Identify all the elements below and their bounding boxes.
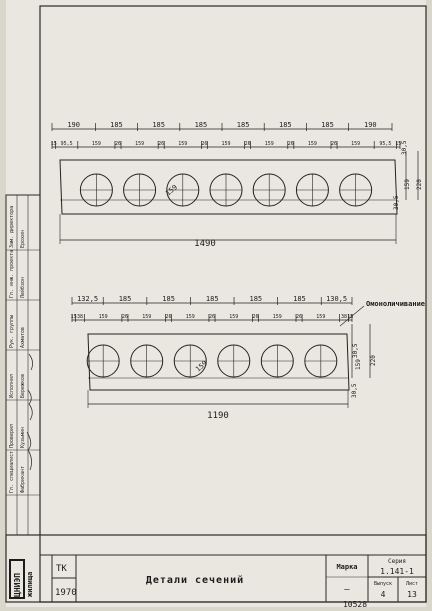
slab-1190-bottom-dim-label-7: 159 <box>186 314 195 320</box>
slab-1490-bottom-dim-label-6: 26 <box>158 141 164 147</box>
slab-1190-bottom-dim-label-14: 38 <box>341 314 347 320</box>
slab-1490-top-dims: 190 185 185 185 185 185 185 190 <box>51 121 393 131</box>
slab-1490-bottom-dim-label-13: 159 <box>308 141 317 147</box>
slab-1190-right-dim-4: 220 <box>370 355 377 366</box>
sidebar-row-6-name: Фабрикант <box>19 466 26 493</box>
sidebar-row-5-name: Кузьмин <box>20 427 26 448</box>
sidebar-row-3-role: Рук. группы <box>9 315 15 348</box>
slab-1190-bottom-dim-label-15: 15 <box>347 314 353 320</box>
slab-1190 <box>72 302 371 408</box>
slab-1490-bottom-dim-label-8: 26 <box>201 141 207 147</box>
slab-1490-bottom-dim-label-16: 95,5 <box>379 141 391 147</box>
slab-1490-bottom-dim-label-5: 159 <box>135 141 144 147</box>
sidebar-row-6-role: Гл. специалист <box>9 451 15 493</box>
slab-1190-right-dim-3: 30,5 <box>351 383 358 398</box>
slab-1190-bottom-dim-label-5: 159 <box>142 314 151 320</box>
slab-1490-bottom-dim-label-2: 95,5 <box>61 141 73 147</box>
issue-label: Выпуск <box>374 581 392 587</box>
slab-1190-bottom-dim-label-10: 26 <box>253 314 259 320</box>
slab-1190-top-dims: 132,5 185 185 185 185 185 130,5 <box>71 295 353 305</box>
slab-1490-right-dim-1: 30,5 <box>401 140 408 155</box>
slab-1190-bottom-dim-label-8: 26 <box>209 314 215 320</box>
series-label: Серия <box>388 558 406 565</box>
slab-1190-top-dim-label-7: 130,5 <box>326 295 347 303</box>
slab-1190-bottom-dim-label-11: 159 <box>273 314 282 320</box>
slab-1490-bottom-dim-label-9: 159 <box>221 141 230 147</box>
slab-1490-bottom-dim-label-17: 15 <box>395 141 401 147</box>
sidebar-row-2-name: Лейбзон <box>19 277 26 298</box>
slab-1490-right-dim-2: 159 <box>404 179 411 190</box>
slab-1490-bottom-dim-label-3: 159 <box>92 141 101 147</box>
sidebar-row-3-name: Ахматов <box>20 327 26 348</box>
title-block <box>5 534 427 603</box>
slab-1190-overall-width: 1190 <box>207 411 229 421</box>
slab-1190-right-dim-1: 30,5 <box>352 343 359 358</box>
slab-1190-bottom-dim-label-13: 159 <box>316 314 325 320</box>
slab-1490-top-dim-label-3: 185 <box>152 121 165 129</box>
slab-1490-top-dim-label-5: 185 <box>237 121 250 129</box>
sidebar-row-1-name: Ерохин <box>20 230 26 248</box>
slab-1190-bottom-dim-label-2: 38 <box>77 314 83 320</box>
slab-1490-voids <box>79 173 373 207</box>
slab-1490-overall-width: 1490 <box>194 239 216 249</box>
slab-1190-voids <box>86 344 338 378</box>
org-logo: ЦНИЭП <box>13 573 22 597</box>
slab-1490-right-dim-3: 30,5 <box>393 195 400 210</box>
series-value: 1.141-1 <box>380 567 414 576</box>
slab-1490-bottom-dim-label-10: 26 <box>245 141 251 147</box>
slab-1490-bottom-dim-label-4: 26 <box>115 141 121 147</box>
slab-1190-bottom-dim-label-12: 26 <box>296 314 302 320</box>
slab-1490-top-dim-label-1: 190 <box>67 121 80 129</box>
sidebar-row-4-role: Исполнил <box>9 374 15 398</box>
drawing-title: Детали сечений <box>146 574 244 586</box>
sheet-value: 13 <box>407 590 417 599</box>
sidebar-row-5-role: Проверил <box>9 424 15 448</box>
slab-1490-top-dim-label-4: 185 <box>195 121 208 129</box>
slab-1190-bottom-dim-label-6: 26 <box>165 314 171 320</box>
slab-1190-top-dim-label-4: 185 <box>206 295 219 303</box>
slab-1190-bottom-dim-label-4: 26 <box>122 314 128 320</box>
slab-1490-bottom-dim-label-12: 26 <box>288 141 294 147</box>
slab-1490-bottom-dim-label-15: 159 <box>351 141 360 147</box>
slab-1190-bottom-dim-label-9: 159 <box>229 314 238 320</box>
slab-1190-top-dim-label-5: 185 <box>250 295 263 303</box>
slab-1490-bottom-dims: 15 95,5 159 26 159 26 159 26 159 26 159 26 159 26 159 9… <box>51 141 401 149</box>
slab-1490-bottom-dim-label-1: 15 <box>51 141 57 147</box>
slab-1490-bottom-dim-label-11: 159 <box>265 141 274 147</box>
drawing-number: 10528 <box>343 600 367 607</box>
mark-label: Марка <box>336 563 357 571</box>
title-code: ТК <box>56 564 67 574</box>
slab-1190-top-dim-label-1: 132,5 <box>77 295 98 303</box>
slab-1490-right-dim-4: 220 <box>416 179 423 190</box>
sidebar-row-1-role: Зам. директора <box>9 206 15 248</box>
title-year: 1970 <box>55 588 77 598</box>
slab-1490-top-dim-label-8: 190 <box>364 121 377 129</box>
slab-1490-bottom-dim-label-7: 159 <box>178 141 187 147</box>
issue-value: 4 <box>381 590 386 599</box>
slab-1490 <box>52 128 419 244</box>
slab-1490-top-dim-label-7: 185 <box>321 121 334 129</box>
slab-1190-top-dim-label-3: 185 <box>162 295 175 303</box>
slab-1190-callout: Омоноличивание <box>366 300 425 308</box>
org-name: жилища <box>26 572 34 597</box>
slab-1190-bottom-dim-label-3: 159 <box>99 314 108 320</box>
slab-1190-right-dim-2: 159 <box>355 359 362 370</box>
slab-1490-top-dim-label-6: 185 <box>279 121 292 129</box>
sidebar-row-4-name: Бережков <box>20 374 26 398</box>
sidebar-row-2-role: Гл. инж. проекта <box>9 250 15 298</box>
sheet-label: Лист <box>406 581 418 587</box>
paper <box>6 0 426 607</box>
slab-1490-top-dim-label-2: 185 <box>110 121 123 129</box>
slab-1190-top-dim-label-2: 185 <box>119 295 132 303</box>
slab-1490-bottom-dim-label-14: 26 <box>331 141 337 147</box>
slab-1190-bottom-dim-label-1: 15 <box>71 314 77 320</box>
mark-value: — <box>344 585 350 595</box>
slab-1190-top-dim-label-6: 185 <box>293 295 306 303</box>
